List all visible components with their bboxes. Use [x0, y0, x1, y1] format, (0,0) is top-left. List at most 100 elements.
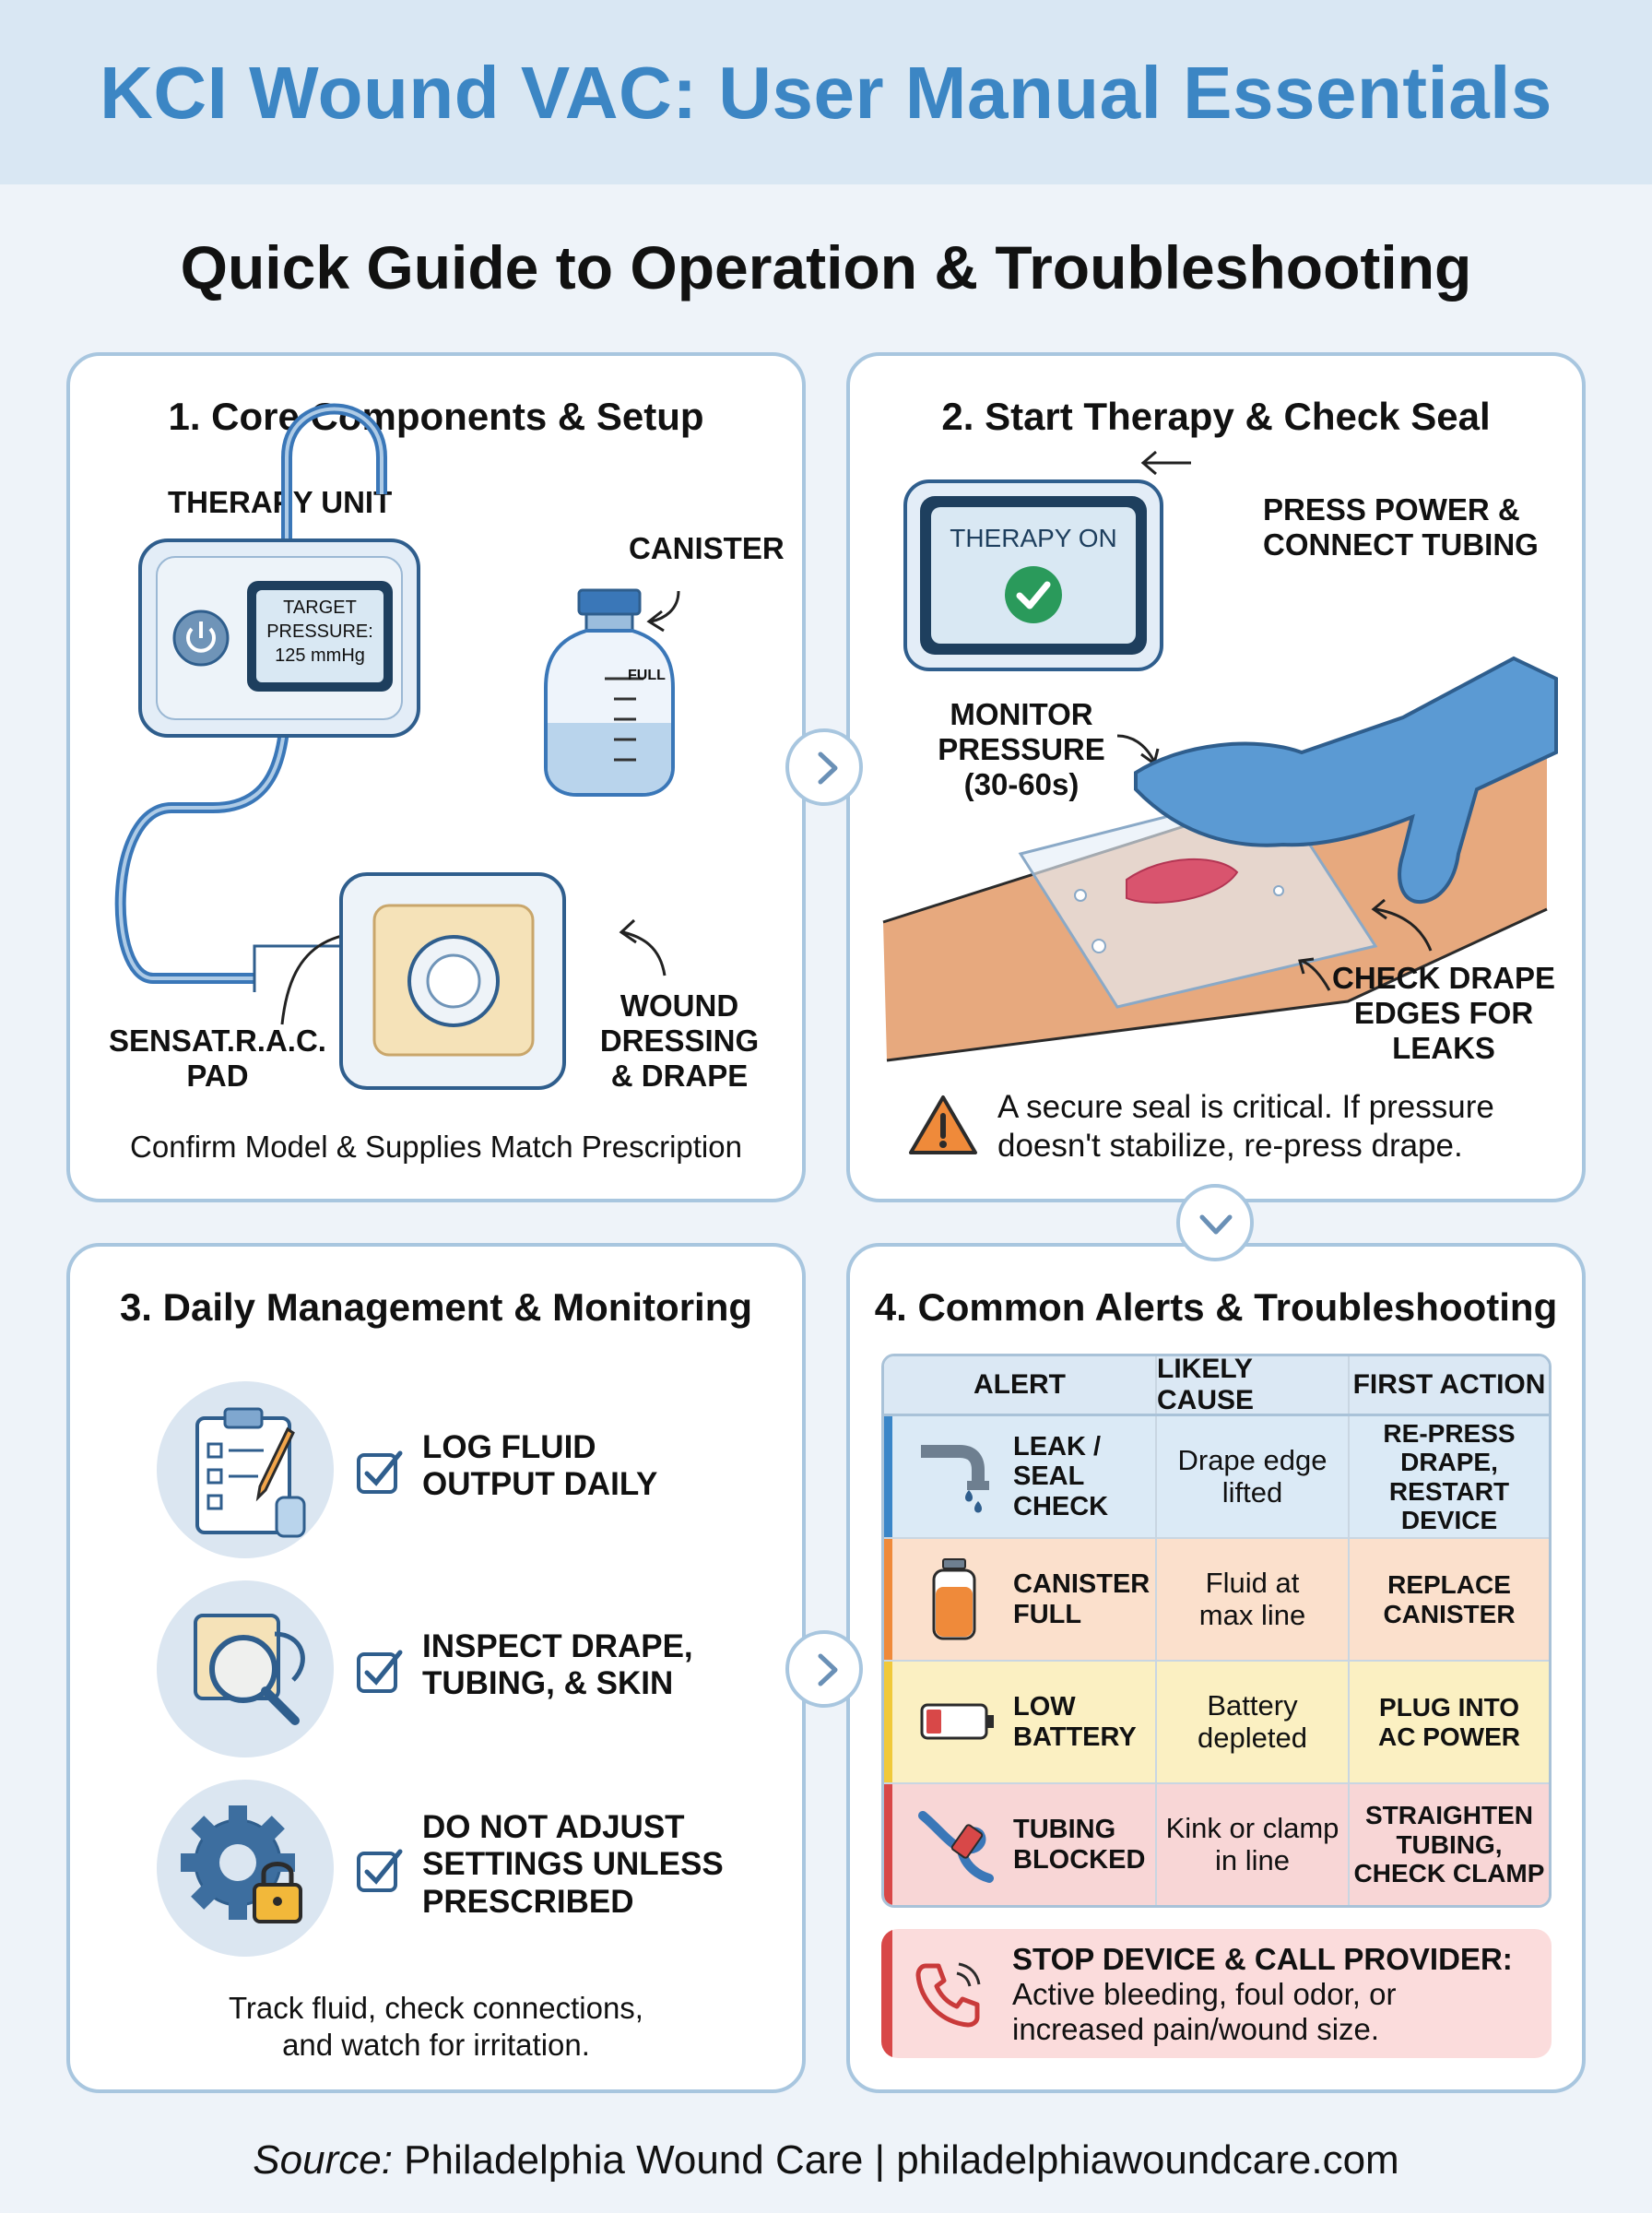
pad-label-line-1: SENSAT.R.A.C.	[109, 1024, 326, 1058]
checkbox-icon	[357, 1450, 403, 1494]
list-item-label: INSPECT DRAPE, TUBING, & SKIN	[422, 1628, 693, 1703]
list-item-label: DO NOT ADJUST SETTINGS UNLESS PRESCRIBED	[422, 1809, 724, 1921]
phone-icon	[915, 1962, 981, 2028]
pad-label-line-2: PAD	[186, 1058, 249, 1093]
cause-line: Drape edge	[1177, 1444, 1328, 1477]
clipboard-icon	[157, 1381, 334, 1558]
connector-right-top	[785, 728, 863, 806]
panel-1-title: 1. Core Components & Setup	[168, 395, 704, 438]
press-power-label: PRESS POWER & CONNECT TUBING	[1263, 492, 1539, 562]
source-text: Philadelphia Wound Care | philadelphiawo…	[392, 2137, 1399, 2183]
full-mark-label: FULL	[628, 668, 666, 683]
action-line: PLUG INTO	[1379, 1693, 1519, 1722]
leaking-pipe-icon	[921, 1445, 989, 1513]
item-line: SETTINGS UNLESS	[422, 1846, 724, 1883]
item-line: TUBING, & SKIN	[422, 1665, 674, 1702]
screen-line-3: 125 mmHg	[275, 645, 365, 666]
warning-icon	[909, 1095, 977, 1154]
press-line-1: PRESS POWER &	[1263, 492, 1520, 527]
sensatrac-pad-label: SENSAT.R.A.C. PAD	[107, 1024, 328, 1094]
monitor-line-2: PRESSURE	[938, 731, 1105, 766]
alert-line: BATTERY	[1013, 1722, 1137, 1752]
cause-line: Fluid at	[1205, 1567, 1300, 1600]
chevron-right-icon	[818, 1653, 838, 1686]
chevron-right-icon	[818, 751, 838, 785]
check-drape-label: CHECK DRAPE EDGES FOR LEAKS	[1324, 961, 1564, 1066]
cause-line: lifted	[1221, 1475, 1283, 1509]
dressing-icon	[339, 872, 566, 1090]
dressing-label-line-1: WOUND	[620, 988, 739, 1023]
action-line: STRAIGHTEN	[1364, 1801, 1533, 1830]
column-header-cause: LIKELY CAUSE	[1157, 1356, 1350, 1415]
warning-line-2: doesn't stabilize, re-press drape.	[997, 1128, 1463, 1164]
page-subtitle: Quick Guide to Operation & Troubleshooti…	[180, 233, 1472, 302]
row-color-bar	[884, 1662, 892, 1782]
footer-line-2: and watch for irritation.	[282, 2027, 590, 2062]
dressing-label-line-3: & DRAPE	[610, 1058, 749, 1093]
screen-line-2: PRESSURE:	[266, 621, 373, 642]
list-item: LOG FLUID OUTPUT DAILY	[70, 1379, 809, 1560]
action-line: DRAPE,	[1400, 1448, 1498, 1477]
action-line: AC POWER	[1378, 1722, 1520, 1751]
row-color-bar	[884, 1784, 892, 1905]
kinked-tube-icon	[918, 1811, 994, 1883]
row-color-bar	[884, 1539, 892, 1660]
list-item: INSPECT DRAPE, TUBING, & SKIN	[70, 1579, 809, 1759]
panel-start-therapy: 2. Start Therapy & Check Seal THERAPY ON…	[846, 352, 1586, 1202]
canister-label: CANISTER	[629, 531, 785, 565]
stop-device-callout: STOP DEVICE & CALL PROVIDER: Active blee…	[881, 1929, 1552, 2058]
cause-line: in line	[1214, 1843, 1290, 1876]
cause-line: max line	[1198, 1598, 1306, 1631]
gloved-hand-icon	[1134, 656, 1558, 905]
target-pressure-readout: TARGET PRESSURE: 125 mmHg	[256, 596, 384, 668]
check-line-1: CHECK DRAPE	[1331, 961, 1556, 995]
alert-line: BLOCKED	[1013, 1844, 1146, 1875]
connector-right-bottom	[785, 1630, 863, 1708]
alert-line: FULL	[1013, 1599, 1082, 1629]
press-line-2: CONNECT TUBING	[1263, 527, 1539, 562]
stop-line-2: increased pain/wound size.	[1012, 2011, 1380, 2046]
stop-line-1: Active bleeding, foul odor, or	[1012, 1976, 1397, 2011]
source-footer: Source: Philadelphia Wound Care | philad…	[0, 2137, 1652, 2183]
stop-title: STOP DEVICE & CALL PROVIDER:	[1012, 1942, 1513, 1976]
checkbox-icon	[357, 1650, 403, 1693]
list-item: DO NOT ADJUST SETTINGS UNLESS PRESCRIBED	[70, 1778, 809, 1959]
screen-line-1: TARGET	[283, 598, 357, 618]
connector-down	[1176, 1184, 1254, 1261]
item-line: DO NOT ADJUST	[422, 1809, 685, 1845]
action-line: REPLACE	[1387, 1570, 1511, 1600]
row-color-bar	[884, 1416, 892, 1537]
panel-1-footer: Confirm Model & Supplies Match Prescript…	[130, 1130, 742, 1164]
warning-line-1: A secure seal is critical. If pressure	[997, 1089, 1494, 1125]
full-canister-icon	[932, 1558, 976, 1640]
panel-2-title: 2. Start Therapy & Check Seal	[941, 395, 1491, 438]
action-line: TUBING,	[1396, 1829, 1503, 1859]
check-line-3: LEAKS	[1392, 1030, 1495, 1065]
alert-line: TUBING	[1013, 1815, 1116, 1845]
dressing-label-line-2: DRESSING	[599, 1023, 760, 1058]
monitor-line-3: (30-60s)	[963, 766, 1080, 801]
therapy-unit-label: THERAPY UNIT	[168, 485, 393, 519]
item-line: PRESCRIBED	[422, 1883, 634, 1920]
footer-line-1: Track fluid, check connections,	[229, 1991, 643, 2025]
monitor-pressure-label: MONITOR PRESSURE (30-60s)	[920, 697, 1123, 802]
table-header: ALERT LIKELY CAUSE FIRST ACTION	[884, 1356, 1549, 1416]
power-icon[interactable]	[171, 609, 230, 668]
alert-line: LEAK /	[1013, 1431, 1102, 1462]
therapy-unit-device	[138, 538, 420, 738]
panel-core-components: 1. Core Components & Setup THERAPY UNIT …	[66, 352, 806, 1202]
item-line: OUTPUT DAILY	[422, 1466, 658, 1503]
alerts-table: ALERT LIKELY CAUSE FIRST ACTION LEAK /SE…	[881, 1354, 1552, 1908]
column-header-alert: ALERT	[884, 1356, 1157, 1414]
